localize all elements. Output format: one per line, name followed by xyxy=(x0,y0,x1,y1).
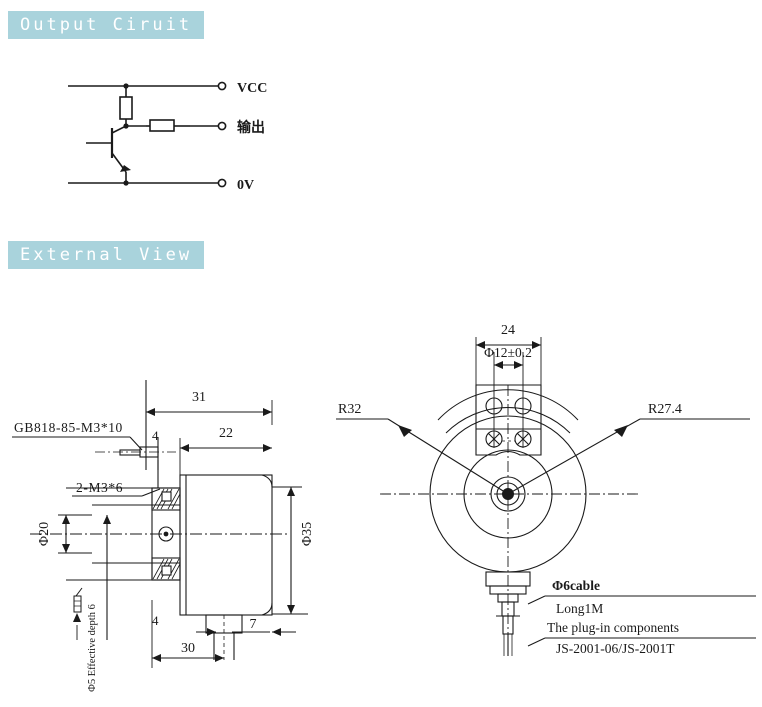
thread-callout-leader xyxy=(72,488,161,497)
series-resistor xyxy=(149,119,175,132)
dim-overall-length xyxy=(146,400,273,425)
section-banner-external-view: External View xyxy=(8,241,205,269)
mounting-hole-upper-right xyxy=(514,397,532,415)
terminal-label-ground: 0V xyxy=(237,178,254,193)
bearing-lower xyxy=(151,557,181,581)
bearing-lower-hatch xyxy=(152,558,181,580)
dim-flange-thickness-bottom-label: 4 xyxy=(152,613,159,628)
front-face-view xyxy=(380,384,640,656)
dim-bore-label: Φ12±0.2 xyxy=(484,345,532,360)
connector-note: The plug-in components xyxy=(547,620,679,635)
mounting-hole-lower-left xyxy=(485,430,503,448)
dim-flange-thickness-top-label: 4 xyxy=(152,428,159,443)
screw-spec-callout: GB818-85-M3*10 xyxy=(14,420,123,435)
terminal-label-output: 输出 xyxy=(237,119,265,136)
body-corner-bottom xyxy=(261,602,273,616)
dim-shaft-diameter xyxy=(58,514,92,554)
mounting-hole-lower-right xyxy=(514,430,532,448)
cable-note-leaders xyxy=(527,595,756,647)
mounting-hole-upper-left xyxy=(485,397,503,415)
pullup-resistor xyxy=(119,96,133,120)
dim-connector-offset-label: 7 xyxy=(250,617,257,632)
hole-depth-leader xyxy=(73,587,83,613)
dim-plate-width xyxy=(475,337,542,400)
bearing-ball-lower xyxy=(161,565,172,576)
shaft-circle-center xyxy=(502,488,514,500)
terminal-label-vcc: VCC xyxy=(237,81,267,96)
cable-gland-collar xyxy=(489,585,527,595)
cable-diameter-note: Φ6cable xyxy=(552,578,600,593)
transistor-collector-lead xyxy=(111,125,127,134)
mounting-plate xyxy=(475,384,542,456)
side-section-view xyxy=(30,380,290,660)
shaft-bore xyxy=(158,526,174,542)
transistor-emitter-arrow xyxy=(120,165,131,172)
dim-connector-offset xyxy=(196,628,296,636)
section-banner-output-circuit: Output Ciruit xyxy=(8,11,205,39)
cable-length-note: Long1M xyxy=(556,601,603,616)
bearing-upper-hatch xyxy=(152,488,181,510)
dim-mount-length-label: 30 xyxy=(181,641,195,656)
dim-radius-inner-leader xyxy=(507,418,750,495)
shaft-diameter-callout: Φ20 xyxy=(37,522,52,546)
screw-head xyxy=(139,446,159,458)
dim-plate-width-label: 24 xyxy=(501,323,515,338)
body-corner-top xyxy=(261,474,273,488)
terminal-vcc xyxy=(217,81,227,91)
flange-block xyxy=(151,487,181,581)
shaft-circle-outer xyxy=(490,476,526,512)
cable-gland-nut xyxy=(497,593,519,603)
cable-sleeve xyxy=(501,601,515,617)
dim-body-length xyxy=(179,438,272,480)
body-diameter-callout: Φ35 xyxy=(300,522,315,546)
shaft-circle-mid xyxy=(496,482,520,506)
connector-body xyxy=(502,615,514,635)
dim-overall-length-label: 31 xyxy=(192,390,206,405)
hole-depth-callout: Φ5 Effective depth 6 xyxy=(87,604,98,692)
terminal-ground xyxy=(217,178,227,188)
dim-radius-outer-leader xyxy=(336,418,509,495)
dim-radius-inner-label: R27.4 xyxy=(648,402,682,417)
dim-body-length-label: 22 xyxy=(219,426,233,441)
output-circuit-schematic xyxy=(68,81,227,188)
cable-gland-base xyxy=(485,571,531,587)
hub-circle xyxy=(463,449,553,539)
dim-mount-length xyxy=(151,600,224,668)
bearing-ball-upper xyxy=(161,491,172,502)
junction-dot-ground xyxy=(123,180,129,186)
arc-outer-r32 xyxy=(437,389,579,421)
bearing-upper xyxy=(151,487,181,511)
shaft-bore-center xyxy=(163,531,169,537)
dim-bore xyxy=(493,352,524,448)
arc-inner-r27 xyxy=(445,406,571,434)
junction-dot-vcc xyxy=(123,83,129,89)
dim-body-diameter xyxy=(272,486,308,615)
shaft-leader-arrows xyxy=(73,515,111,640)
body-circle-outer xyxy=(429,415,587,573)
connector-stub xyxy=(205,614,243,634)
thread-callout: 2-M3*6 xyxy=(76,480,123,495)
body-outline xyxy=(179,474,273,616)
screw-spec-leader xyxy=(12,436,143,451)
terminal-output xyxy=(217,121,227,131)
connector-part-number: JS-2001-06/JS-2001T xyxy=(556,641,675,656)
transistor-emitter-lead xyxy=(111,152,127,173)
junction-dot-output xyxy=(123,123,129,129)
screw-shank xyxy=(119,449,141,456)
dim-radius-outer-label: R32 xyxy=(338,402,361,417)
